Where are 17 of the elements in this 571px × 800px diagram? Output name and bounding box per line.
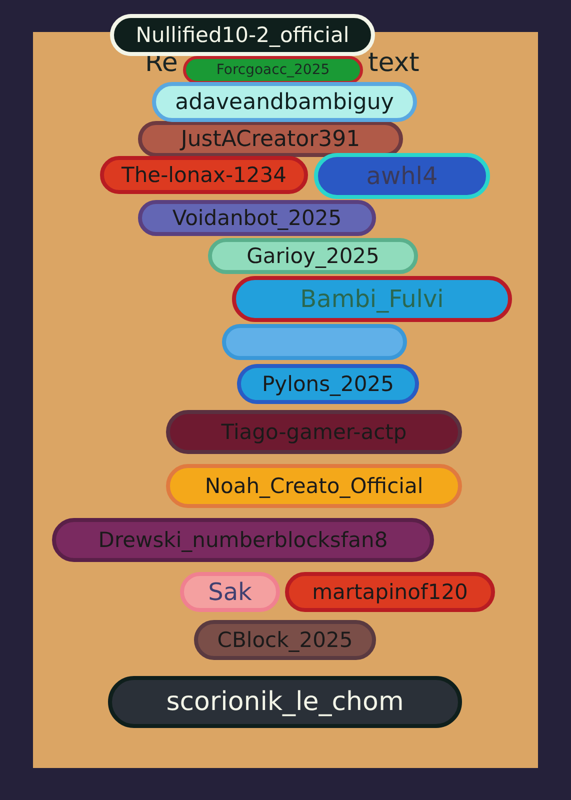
name-tag: adaveandbambiguy — [152, 82, 417, 122]
name-tag: Noah_Creato_Official — [166, 464, 462, 508]
name-tag — [222, 324, 407, 360]
name-tag: Pylons_2025 — [237, 364, 419, 404]
name-tag: awhl4 — [314, 153, 490, 199]
name-tag: Garioy_2025 — [208, 238, 418, 274]
name-tag: CBlock_2025 — [194, 620, 376, 660]
name-tag: Drewski_numberblocksfan8 — [52, 518, 434, 562]
name-tag: Bambi_Fulvi — [232, 276, 512, 322]
name-tag: The-lonax-1234 — [100, 156, 308, 194]
name-tag: Sak — [180, 572, 280, 612]
name-tag: Forcgoacc_2025 — [183, 56, 363, 84]
name-tag: Voidanbot_2025 — [138, 200, 376, 236]
name-tag: Tiago-gamer-actp — [166, 410, 462, 454]
name-tag: JustACreator391 — [138, 121, 403, 157]
name-tag: scorionik_le_chom — [108, 676, 462, 728]
name-tag: martapinof120 — [285, 572, 495, 612]
